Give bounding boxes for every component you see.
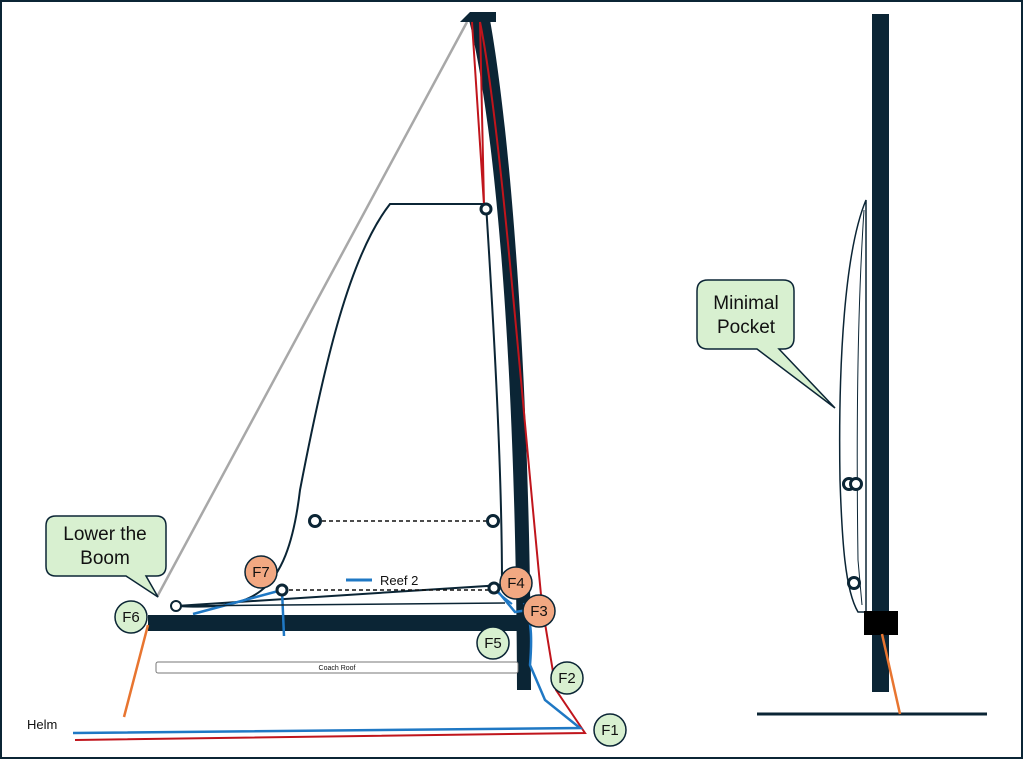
front-reef-grommet-c bbox=[847, 576, 861, 590]
reef-2-clew-grommet bbox=[275, 583, 289, 597]
marker-f3-label: F3 bbox=[530, 603, 548, 620]
marker-f5: F5 bbox=[476, 626, 510, 660]
mast bbox=[469, 20, 531, 690]
coach-roof-label: Coach Roof bbox=[319, 665, 356, 672]
minimal-pocket-text-1: Minimal bbox=[713, 293, 778, 314]
marker-f5-label: F5 bbox=[484, 635, 502, 652]
masthead bbox=[460, 12, 496, 22]
marker-f3-circle bbox=[522, 594, 556, 628]
gooseneck-mast-foot bbox=[517, 625, 530, 690]
marker-f4: F4 bbox=[499, 566, 533, 600]
marker-f2-label: F2 bbox=[558, 670, 576, 687]
reef-1-clew-grommet bbox=[308, 514, 322, 528]
marker-f6: F6 bbox=[114, 600, 148, 634]
front-view-mast bbox=[872, 14, 889, 692]
marker-f7-label: F7 bbox=[252, 564, 270, 581]
sail-foot-line bbox=[175, 602, 506, 607]
lower-the-boom-callout bbox=[45, 515, 167, 598]
marker-f2-circle bbox=[550, 661, 584, 695]
marker-f7: F7 bbox=[244, 555, 278, 589]
main-halyard-to-helm bbox=[74, 21, 587, 741]
marker-f5-circle bbox=[476, 626, 510, 660]
marker-f6-label: F6 bbox=[122, 609, 140, 626]
head-grommet bbox=[479, 202, 493, 216]
marker-f7-circle bbox=[244, 555, 278, 589]
front-view-boom bbox=[864, 611, 898, 635]
marker-f1-label: F1 bbox=[601, 722, 619, 739]
marker-f6-circle bbox=[114, 600, 148, 634]
reef-1-tack-grommet bbox=[486, 514, 500, 528]
reef-2-legend-label: Reef 2 bbox=[380, 573, 418, 588]
orange-control-line-right bbox=[880, 633, 902, 715]
lower-the-boom-text-2: Boom bbox=[80, 548, 130, 569]
reef-2-tack-grommet bbox=[487, 581, 501, 595]
clew-ring bbox=[170, 600, 182, 612]
marker-f1-circle bbox=[593, 713, 627, 747]
boom bbox=[148, 615, 528, 631]
minimal-pocket-text-2: Pocket bbox=[717, 317, 776, 338]
marker-f1: F1 bbox=[593, 713, 627, 747]
orange-control-line-left bbox=[122, 624, 150, 718]
reef-2-tack-line-b bbox=[496, 591, 513, 605]
front-reef-grommet-b bbox=[849, 477, 863, 491]
marker-f4-circle bbox=[499, 566, 533, 600]
marker-f2: F2 bbox=[550, 661, 584, 695]
helm-label: Helm bbox=[27, 717, 57, 732]
minimal-pocket-callout bbox=[696, 279, 836, 409]
coach-roof bbox=[155, 661, 519, 674]
lower-the-boom-text-1: Lower the bbox=[63, 524, 146, 545]
sail-pocket-inner bbox=[856, 209, 865, 606]
forestay-line bbox=[155, 21, 469, 598]
marker-f3: F3 bbox=[522, 594, 556, 628]
marker-f4-label: F4 bbox=[507, 575, 525, 592]
